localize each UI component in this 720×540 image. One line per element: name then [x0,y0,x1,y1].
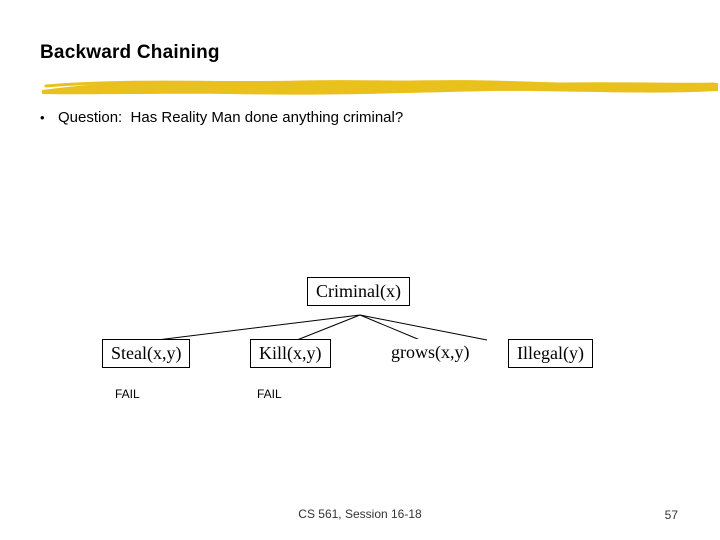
tree-node-kill: Kill(x,y) [250,339,331,368]
tree-connector-lines [156,314,488,341]
tree-node-steal: Steal(x,y) [102,339,191,368]
bullet-marker: • [40,110,45,125]
yellow-brush-underline [42,80,718,95]
tree-node-illegal: Illegal(y) [508,339,593,368]
proof-tree: Criminal(x) Steal(x,y) Kill(x,y) grows(x… [0,265,720,425]
bullet-label: Question: Has Reality Man done anything … [58,109,404,126]
page-title: Backward Chaining [40,42,220,63]
status-badge-kill: FAIL [257,387,282,401]
tree-node-root: Criminal(x) [307,277,410,306]
status-badge-steal: FAIL [115,387,140,401]
tree-node-grows: grows(x,y) [383,339,478,366]
footer-session-label: CS 561, Session 16-18 [298,507,422,521]
bullet-item: • Question: Has Reality Man done anythin… [40,108,680,128]
footer-page-number: 57 [664,508,678,522]
